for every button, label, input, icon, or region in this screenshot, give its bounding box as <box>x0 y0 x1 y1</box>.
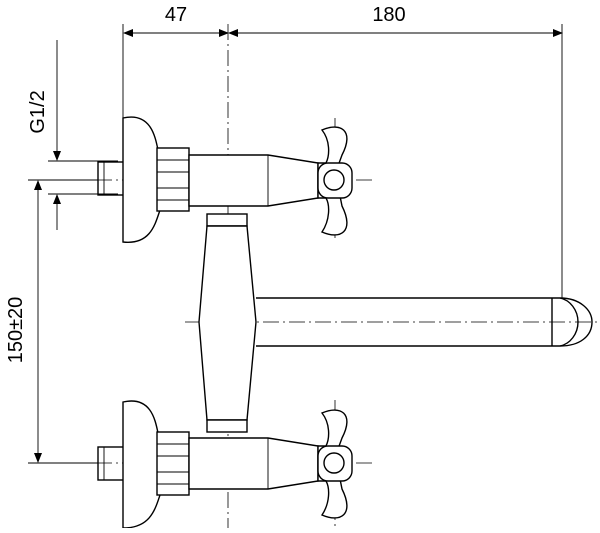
dimension-180-label: 180 <box>372 4 405 26</box>
dimension-47-label: 47 <box>165 4 187 26</box>
dimension-thread-label: G1/2 <box>27 90 49 133</box>
column-and-spout <box>198 213 593 433</box>
dimension-thread: G1/2 <box>27 40 118 230</box>
lower-valve <box>97 400 353 529</box>
dimension-180: 180 <box>228 4 563 298</box>
dimension-vertical: 150±20 <box>5 179 98 464</box>
dimension-vertical-label: 150±20 <box>5 297 27 364</box>
lower-cross-handle <box>317 409 353 519</box>
upper-valve <box>97 116 353 243</box>
upper-cross-handle <box>317 126 353 236</box>
